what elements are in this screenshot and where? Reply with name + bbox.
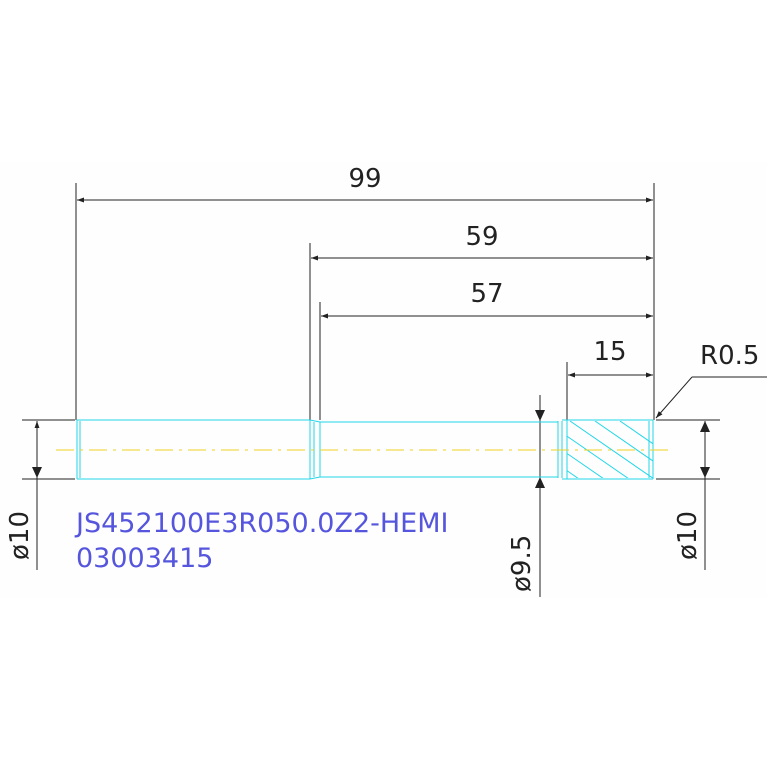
outline-step-chamfer-bottom (309, 476, 321, 480)
arrow-mid-diameter-top (535, 410, 545, 421)
radius-leader-line (655, 376, 693, 419)
part-number-label: JS452100E3R050.0Z2-HEMI (74, 508, 449, 539)
arrow-mid-diameter-bottom (535, 477, 545, 488)
dimension-end-length-label: 15 (593, 337, 626, 367)
dimension-overall-label: 99 (348, 164, 381, 194)
dimension-step-one (309, 243, 653, 420)
dimension-step-two (319, 302, 653, 420)
serial-number-label: 03003415 (76, 543, 213, 574)
dimension-right-diameter-label: ø10 (673, 511, 703, 560)
dimension-end-length (566, 362, 653, 420)
arrow-right-diameter-bottom (700, 467, 710, 478)
dimension-right-diameter (656, 419, 720, 570)
dimension-step-one-label: 59 (465, 222, 498, 252)
radius-label: R0.5 (700, 341, 759, 371)
dimension-mid-diameter-label: ø9.5 (507, 535, 537, 592)
arrow-left-diameter-bottom (32, 467, 42, 478)
dimension-overall (75, 183, 655, 420)
drawing-panel (0, 162, 767, 598)
dimension-left-diameter (22, 419, 75, 570)
radius-leader (655, 376, 767, 419)
part-outline (76, 419, 654, 480)
arrow-right-diameter-top (700, 421, 710, 432)
section-hatch (567, 421, 653, 478)
dimension-left-diameter-label: ø10 (5, 511, 35, 560)
dimension-step-two-label: 57 (470, 279, 503, 309)
outline-step-chamfer-top (309, 419, 321, 423)
